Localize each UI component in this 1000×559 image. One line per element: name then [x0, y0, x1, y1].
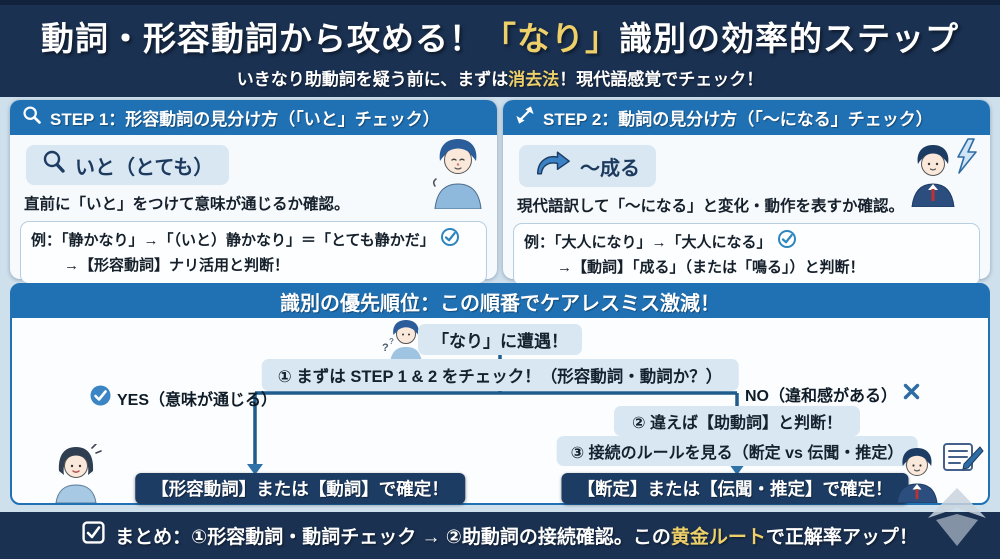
- step2-example-line2: →【動詞】「成る」（または「鳴る」）と判断！: [524, 256, 969, 279]
- thinking-person-icon: [427, 135, 489, 214]
- judge-auxiliary-badge: ② 違えば【助動詞】と判断！: [614, 406, 860, 436]
- step2-header-label: STEP 2：動詞の見分け方（「〜になる」チェック）: [543, 110, 933, 129]
- title-part: 動詞・形容動詞から攻める！: [41, 20, 483, 57]
- step1-keyword: いと（とても）: [75, 156, 214, 179]
- no-label-text: NO（違和感がある）: [745, 388, 898, 405]
- step1-example-box: 例：「静かなり」→「（いと）静かなり」＝「とても静かだ」 →【形容動詞】ナリ活用…: [20, 221, 487, 284]
- footer-band: まとめ：①形容動詞・動詞チェック → ②助動詞の接続確認。この黄金ルートで正解率…: [0, 512, 1000, 559]
- step1-example-text2: →【形容動詞】ナリ活用と判断！: [64, 257, 290, 275]
- step1-description: 直前に「いと」をつけて意味が通じるか確認。: [24, 196, 350, 213]
- x-mark-icon: [903, 383, 920, 405]
- step1-header-label: STEP 1：形容動詞の見分け方（「いと」チェック）: [50, 110, 440, 129]
- title-part: 識別の効率的ステップ: [619, 20, 959, 57]
- magnifier-icon: [22, 105, 42, 130]
- result-left-pill: 【形容動詞】または【動詞】で確定！: [135, 473, 465, 504]
- curved-arrow-icon: [535, 150, 571, 182]
- step1-header: STEP 1：形容動詞の見分け方（「いと」チェック）: [10, 100, 497, 135]
- svg-text:?: ?: [382, 342, 389, 354]
- connection-rule-badge: ③ 接続のルールを見る（断定 vs 伝聞・推定）: [556, 436, 918, 466]
- step1-panel: STEP 1：形容動詞の見分け方（「いと」チェック） いと（とても） 直前に「い…: [10, 100, 497, 284]
- first-check-badge: ① まずは STEP 1 & 2 をチェック！（形容動詞・動詞か？）: [261, 359, 739, 391]
- encounter-badge: 「なり」に遭遇！: [418, 324, 582, 355]
- checkbox-icon: [82, 521, 105, 550]
- check-circle-icon: [440, 227, 460, 254]
- no-branch-label: NO（違和感がある）: [745, 382, 920, 406]
- suit-person-icon: [890, 446, 944, 508]
- yes-label-text: YES（意味が通じる）: [117, 392, 278, 409]
- page-subtitle: いきなり助動詞を疑う前に、まずは消去法！現代語感覚でチェック！: [0, 65, 1000, 90]
- page-title: 動詞・形容動詞から攻める！「なり」識別の効率的ステップ: [0, 12, 1000, 60]
- result-right-pill: 【断定】または【伝聞・推定】で確定！: [561, 473, 909, 504]
- title-accent: 「なり」: [483, 20, 619, 57]
- subtitle-part: ！現代語感覚でチェック！: [559, 70, 764, 89]
- step1-example-line2: →【形容動詞】ナリ活用と判断！: [31, 254, 476, 277]
- step1-example-text1: 例：「静かなり」→「（いと）静かなり」＝「とても静かだ」: [31, 232, 435, 249]
- summary-part: まとめ：①形容動詞・動詞チェック → ②助動詞の接続確認。この: [115, 527, 671, 548]
- step2-example-text2: →【動詞】「成る」（または「鳴る」）と判断！: [557, 259, 865, 277]
- priority-panel: 識別の優先順位：この順番でケアレスミス激減！ ? ? 「なり」に遭遇！ ① まず…: [10, 283, 990, 505]
- summary-part: で正解率アップ！: [765, 527, 918, 548]
- woman-person-icon: [46, 443, 106, 508]
- yes-check-icon: [90, 385, 111, 411]
- document-pen-icon: [942, 442, 984, 485]
- step2-keyword-badge: 〜成る: [519, 145, 656, 187]
- priority-header-label: 識別の優先順位：この順番でケアレスミス激減！: [280, 293, 720, 315]
- flowchart: ? ? 「なり」に遭遇！ ① まずは STEP 1 & 2 をチェック！（形容動…: [12, 318, 988, 504]
- step2-panel: STEP 2：動詞の見分け方（「〜になる」チェック） 〜成る 現代語訳して「〜に…: [503, 100, 990, 286]
- step2-keyword: 〜成る: [580, 157, 640, 180]
- step2-example-line1: 例：「大人になり」→「大人になる」: [524, 229, 969, 256]
- step1-keyword-badge: いと（とても）: [26, 145, 230, 185]
- step2-example-text1: 例：「大人になり」→「大人になる」: [524, 234, 772, 251]
- svg-text:?: ?: [389, 337, 394, 346]
- summary-accent: 黄金ルート: [670, 527, 766, 548]
- subtitle-accent: 消去法: [508, 70, 560, 89]
- magnifier-icon: [42, 150, 66, 180]
- expand-arrows-icon: [515, 105, 535, 130]
- step1-body: いと（とても） 直前に「いと」をつけて意味が通じるか確認。 例：「静かなり」→「…: [10, 135, 497, 284]
- step1-example-line1: 例：「静かなり」→「（いと）静かなり」＝「とても静かだ」: [31, 227, 476, 254]
- suit-person-icon: [906, 137, 980, 212]
- question-person-icon: ? ?: [380, 318, 426, 367]
- step2-body: 〜成る 現代語訳して「〜になる」と変化・動作を表すか確認。 例：「大人になり」→…: [503, 135, 990, 286]
- header-band: 動詞・形容動詞から攻める！「なり」識別の効率的ステップ いきなり助動詞を疑う前に…: [0, 0, 1000, 97]
- yes-branch-label: YES（意味が通じる）: [90, 385, 277, 411]
- check-circle-icon: [777, 229, 797, 256]
- priority-header: 識別の優先順位：この順番でケアレスミス激減！: [12, 285, 988, 318]
- step2-header: STEP 2：動詞の見分け方（「〜になる」チェック）: [503, 100, 990, 135]
- subtitle-part: いきなり助動詞を疑う前に、まずは: [236, 70, 509, 89]
- step2-description: 現代語訳して「〜になる」と変化・動作を表すか確認。: [517, 198, 905, 215]
- footer-summary: まとめ：①形容動詞・動詞チェック → ②助動詞の接続確認。この黄金ルートで正解率…: [115, 522, 918, 549]
- step2-example-box: 例：「大人になり」→「大人になる」 →【動詞】「成る」（または「鳴る」）と判断！: [513, 223, 980, 286]
